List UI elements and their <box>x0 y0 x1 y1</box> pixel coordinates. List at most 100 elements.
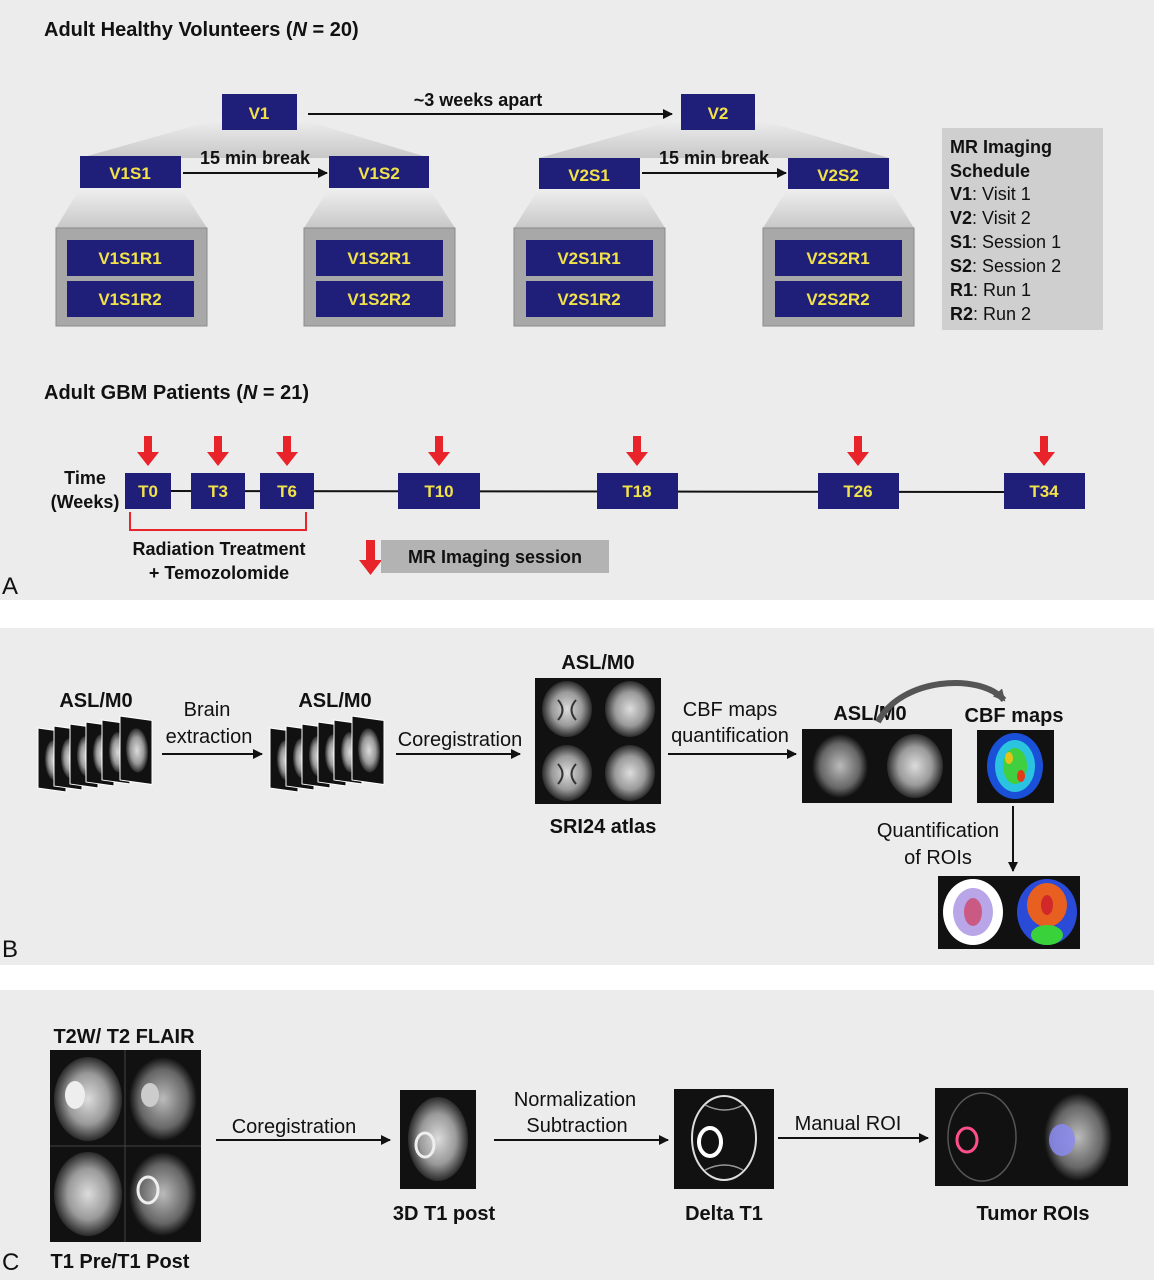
run-label-v2s2r1: V2S2R1 <box>806 249 869 268</box>
t1post-image <box>400 1090 476 1189</box>
legend-label: MR Imaging session <box>408 547 582 567</box>
run-label-v2s2r2: V2S2R2 <box>806 290 869 309</box>
schedule-legend-box <box>942 128 1103 330</box>
timepoint-box-t10 <box>398 473 480 509</box>
visit-box-v2 <box>681 94 755 130</box>
schedule-item: V2: Visit 2 <box>950 208 1031 228</box>
timepoint-label-t10: T10 <box>424 482 453 501</box>
v2s2-fan <box>763 188 914 228</box>
tumor-roi-label: Tumor ROIs <box>977 1203 1090 1225</box>
time-label-1: Time <box>64 468 106 488</box>
run-box-v2s2r1 <box>775 240 902 276</box>
roi-quant-label-1: Quantification <box>877 820 999 842</box>
aslm0-label-4: ASL/M0 <box>833 703 906 725</box>
v1s2-fan <box>304 188 455 228</box>
schedule-item: R1: Run 1 <box>950 280 1031 300</box>
session-label-v1s2: V1S2 <box>358 164 400 183</box>
legend-red-arrow-icon <box>359 540 382 575</box>
red-arrow-icon <box>847 436 869 466</box>
treatment-bracket <box>129 512 307 531</box>
run-box-v1s2r2 <box>316 281 443 317</box>
roi-map-image <box>938 876 1080 949</box>
cbf-map-image <box>977 730 1054 803</box>
schedule-item: S1: Session 1 <box>950 232 1061 252</box>
brain-extraction-label-2: extraction <box>166 726 253 748</box>
schedule-title-1: MR Imaging <box>950 137 1052 157</box>
session-box-v1s1 <box>80 156 181 188</box>
session-label-v1s1: V1S1 <box>109 164 151 183</box>
timepoint-box-t18 <box>597 473 678 509</box>
run-box-v2s1r2 <box>526 281 653 317</box>
v1s1-fan <box>56 188 207 228</box>
session-label-v2s1: V2S1 <box>568 166 610 185</box>
brain-extraction-label-1: Brain <box>184 699 231 721</box>
coregistration-label-c: Coregistration <box>232 1116 357 1138</box>
visit-label-v1: V1 <box>249 104 270 123</box>
session-label-v2s2: V2S2 <box>817 166 859 185</box>
session-box-v2s1 <box>539 158 640 189</box>
run-box-v1s2r1 <box>316 240 443 276</box>
red-arrow-icon <box>276 436 298 466</box>
visit-gap-label: ~3 weeks apart <box>414 90 543 110</box>
image-stack-extracted <box>269 715 385 793</box>
treatment-label-1: Radiation Treatment <box>132 539 305 559</box>
time-label-2: (Weeks) <box>51 492 120 512</box>
healthy-title: Adult Healthy Volunteers (N = 20) <box>44 19 359 41</box>
red-arrow-icon <box>207 436 229 466</box>
timepoint-box-t0 <box>125 473 171 509</box>
curved-arrow <box>875 680 1007 724</box>
gbm-title: Adult GBM Patients (N = 21) <box>44 382 309 404</box>
aslm0-label-2: ASL/M0 <box>298 690 371 712</box>
v1-fan <box>80 118 430 158</box>
cbf-maps-label: CBF maps <box>965 705 1064 727</box>
run-box-v2s2r2 <box>775 281 902 317</box>
run-box-v1s1r2 <box>67 281 194 317</box>
timepoint-box-t3 <box>191 473 245 509</box>
panel-a: Adult Healthy Volunteers (N = 20) ~3 wee… <box>0 0 1154 600</box>
atlas-label: SRI24 atlas <box>550 816 657 838</box>
timepoint-box-t26 <box>818 473 899 509</box>
session-box-v2s2 <box>788 158 889 189</box>
red-arrow-icon <box>1033 436 1055 466</box>
schedule-title-2: Schedule <box>950 161 1030 181</box>
panel-c: T2W/ T2 FLAIR T1 Pre/T1 Post Coregistrat… <box>0 990 1154 1280</box>
timepoint-box-t34 <box>1004 473 1085 509</box>
timepoints: T0 T3 T6 T10 T18 T26 T34 <box>125 473 1085 509</box>
tumor-roi-image <box>935 1088 1128 1186</box>
delta-t1-label: Delta T1 <box>685 1203 763 1225</box>
cbf-quant-label-2: quantification <box>671 725 789 747</box>
coregistration-label-b: Coregistration <box>398 729 523 751</box>
normalization-label-1: Normalization <box>514 1089 636 1111</box>
run-label-v2s1r1: V2S1R1 <box>557 249 620 268</box>
timepoint-label-t26: T26 <box>843 482 872 501</box>
atlas-image <box>535 678 661 804</box>
panel-label-a: A <box>2 573 18 600</box>
run-box-v1s1r1 <box>67 240 194 276</box>
mri-grid-image <box>50 1050 201 1242</box>
manual-roi-label: Manual ROI <box>795 1113 902 1135</box>
run-label-v1s2r2: V1S2R2 <box>347 290 410 309</box>
delta-t1-image <box>674 1089 774 1189</box>
timepoint-box-t6 <box>260 473 314 509</box>
timepoint-label-t34: T34 <box>1029 482 1059 501</box>
session-gap-label-v2: 15 min break <box>659 148 770 168</box>
aslm0-label-1: ASL/M0 <box>59 690 132 712</box>
red-arrow-icon <box>137 436 159 466</box>
panel-label-c: C <box>2 1249 19 1276</box>
run-label-v1s2r1: V1S2R1 <box>347 249 410 268</box>
session-gap-label-v1: 15 min break <box>200 148 311 168</box>
run-box-v2s1r1 <box>526 240 653 276</box>
timepoint-label-t18: T18 <box>622 482 651 501</box>
roi-quant-label-2: of ROIs <box>904 847 972 869</box>
run-label-v1s1r2: V1S1R2 <box>98 290 161 309</box>
timepoint-label-t6: T6 <box>277 482 297 501</box>
panel-label-b: B <box>2 936 18 963</box>
panel-b: ASL/M0 Brain extraction ASL/M0 Coregistr… <box>0 628 1154 965</box>
run-label-v2s1r2: V2S1R2 <box>557 290 620 309</box>
red-arrow-icon <box>626 436 648 466</box>
timepoint-label-t0: T0 <box>138 482 158 501</box>
legend-box <box>381 540 609 573</box>
t1post-label: 3D T1 post <box>393 1203 496 1225</box>
image-stack-raw <box>37 715 153 793</box>
